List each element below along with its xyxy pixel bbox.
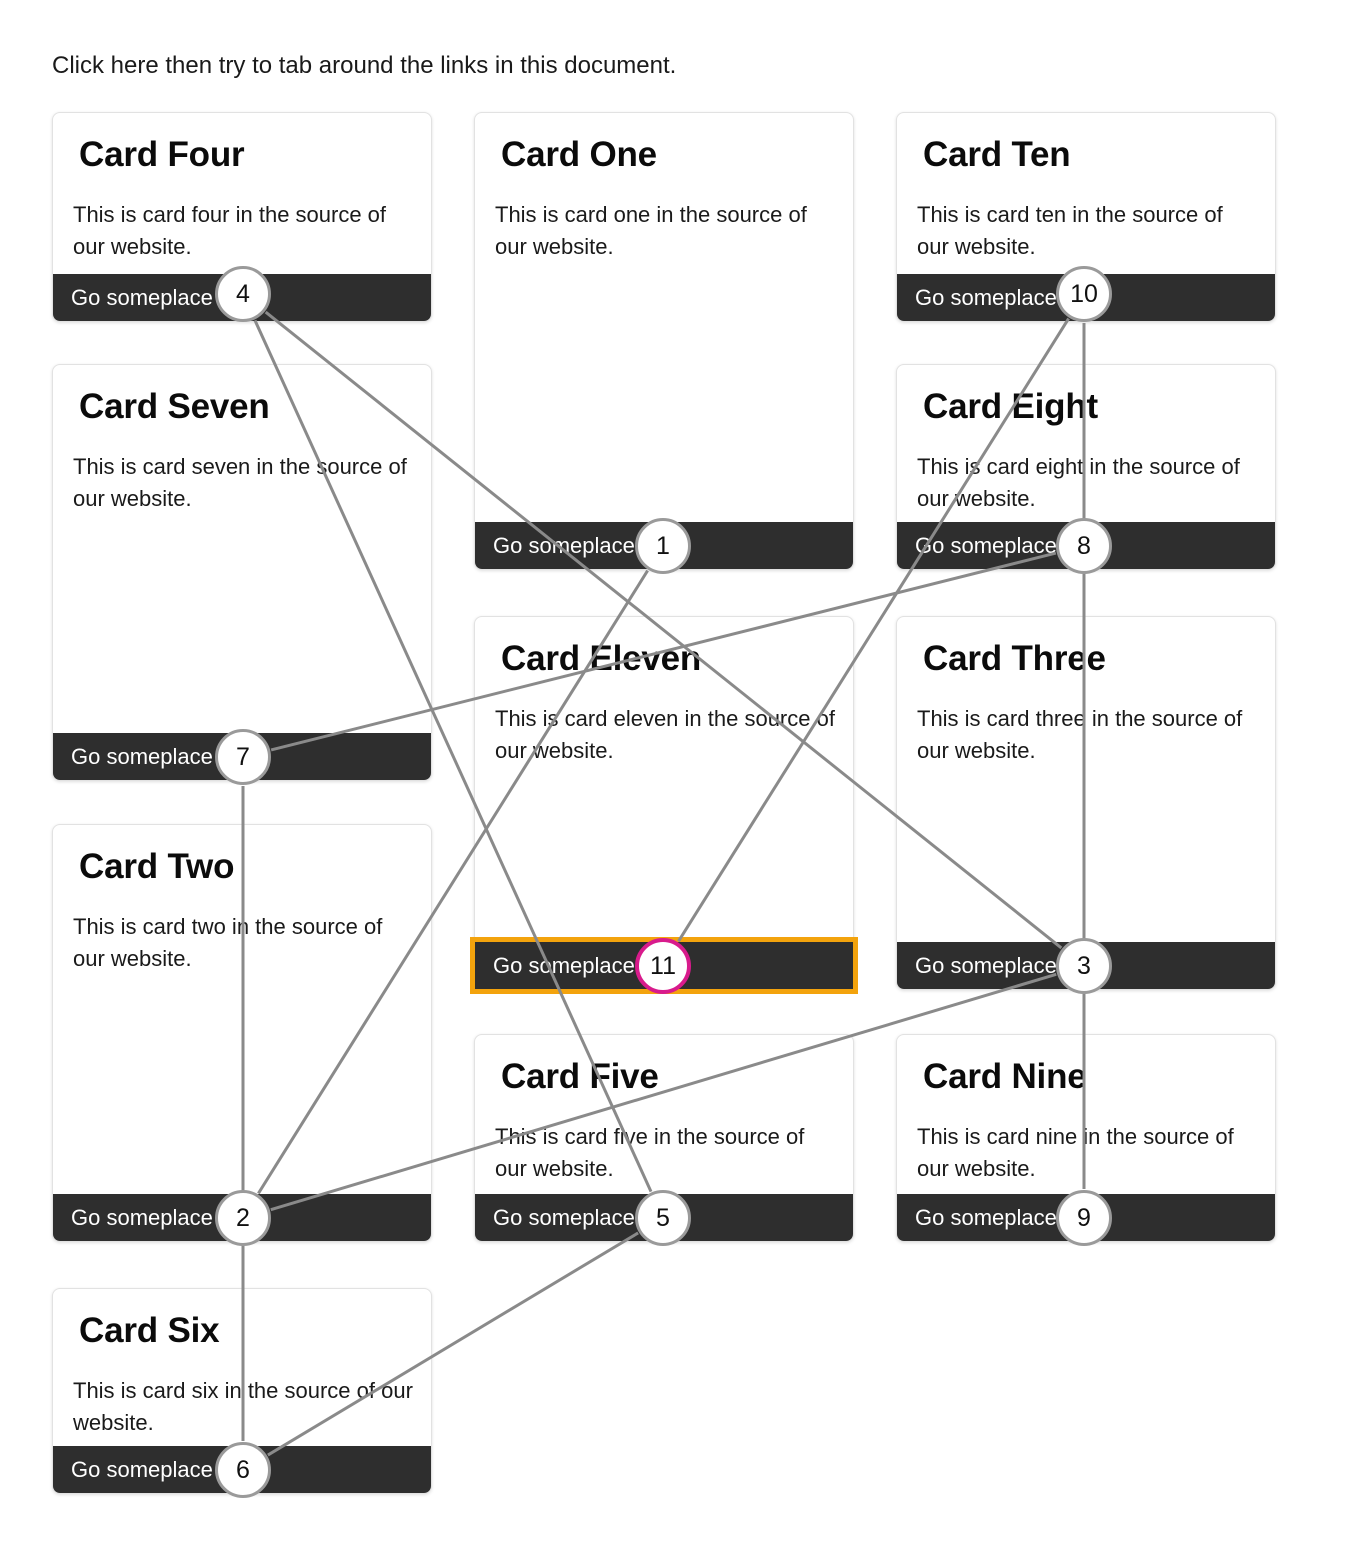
card-body: This is card six in the source of our we… <box>73 1378 413 1435</box>
card-title: Card Four <box>79 135 245 174</box>
card-body: This is card ten in the source of our we… <box>917 202 1223 259</box>
card-three[interactable]: Card Three This is card three in the sou… <box>896 616 1276 990</box>
card-title: Card Six <box>79 1311 220 1350</box>
card-title: Card Five <box>501 1057 659 1096</box>
card-body: This is card five in the source of our w… <box>495 1124 805 1181</box>
card-title: Card Seven <box>79 387 270 426</box>
card-body: This is card eight in the source of our … <box>917 454 1240 511</box>
tab-stop-badge-4: 4 <box>215 266 271 322</box>
card-eleven[interactable]: Card Eleven This is card eleven in the s… <box>470 616 858 994</box>
card-title: Card Eleven <box>501 639 702 678</box>
card-body: This is card eleven in the source of our… <box>495 706 835 763</box>
tab-stop-badge-1: 1 <box>635 518 691 574</box>
card-two[interactable]: Card Two This is card two in the source … <box>52 824 432 1242</box>
card-title: Card Three <box>923 639 1106 678</box>
tab-stop-badge-3: 3 <box>1056 938 1112 994</box>
card-body: This is card one in the source of our we… <box>495 202 807 259</box>
card-body: This is card three in the source of our … <box>917 706 1243 763</box>
card-title: Card Ten <box>923 135 1071 174</box>
tab-stop-badge-2: 2 <box>215 1190 271 1246</box>
tab-stop-badge-9: 9 <box>1056 1190 1112 1246</box>
card-title: Card Eight <box>923 387 1098 426</box>
tab-stop-badge-5: 5 <box>635 1190 691 1246</box>
tab-stop-badge-10: 10 <box>1056 266 1112 322</box>
card-title: Card Two <box>79 847 235 886</box>
tab-stop-badge-11: 11 <box>635 938 691 994</box>
card-body: This is card nine in the source of our w… <box>917 1124 1234 1181</box>
card-body: This is card four in the source of our w… <box>73 202 387 259</box>
tab-stop-badge-6: 6 <box>215 1442 271 1498</box>
page-intro-text: Click here then try to tab around the li… <box>52 52 677 79</box>
card-seven[interactable]: Card Seven This is card seven in the sou… <box>52 364 432 781</box>
card-body: This is card seven in the source of our … <box>73 454 407 511</box>
tab-stop-badge-8: 8 <box>1056 518 1112 574</box>
card-body: This is card two in the source of our we… <box>73 914 383 971</box>
tab-stop-badge-7: 7 <box>215 729 271 785</box>
card-title: Card One <box>501 135 657 174</box>
card-title: Card Nine <box>923 1057 1087 1096</box>
card-one[interactable]: Card One This is card one in the source … <box>474 112 854 570</box>
